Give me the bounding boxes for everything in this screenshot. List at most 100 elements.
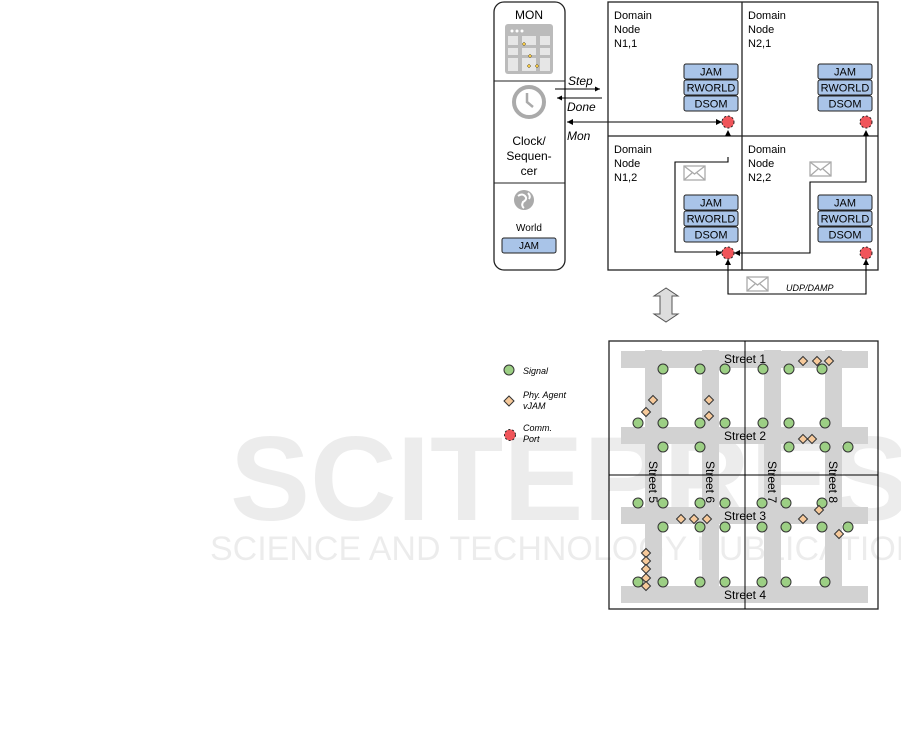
signal-marker <box>780 576 792 588</box>
street-2-label: Street 2 <box>724 429 766 443</box>
signal-marker <box>756 521 768 533</box>
signal-marker <box>757 417 769 429</box>
module-label: DSOM <box>695 99 728 111</box>
agent-marker <box>640 580 652 592</box>
monitor-table-icon <box>505 24 553 74</box>
legend-port-1: Comm. <box>523 423 552 433</box>
agent-legend-icon <box>503 395 515 407</box>
signal-marker <box>694 441 706 453</box>
street-7-label: Street 7 <box>765 461 779 503</box>
signal-marker <box>816 363 828 375</box>
node-label: N1,1 <box>614 38 637 50</box>
legend-agent-1: Phy. Agent <box>523 390 567 400</box>
signal-marker <box>819 576 831 588</box>
signal-marker <box>719 363 731 375</box>
signal-marker <box>783 441 795 453</box>
envelope-icon <box>746 276 769 292</box>
module-label: RWORLD <box>821 214 870 226</box>
envelope-icon <box>809 161 832 177</box>
node-label: Node <box>614 158 640 170</box>
signal-marker <box>657 497 669 509</box>
legend-signal: Signal <box>523 366 549 376</box>
module-label: JAM <box>700 198 722 210</box>
signal-marker <box>842 521 854 533</box>
agent-marker <box>675 513 687 525</box>
street-map: Street 1 Street 2 Street 3 Street 4 Stre… <box>608 340 879 610</box>
signal-marker <box>783 363 795 375</box>
module-box <box>817 95 873 112</box>
signal-marker <box>694 363 706 375</box>
agent-marker <box>797 355 809 367</box>
street-4-label: Street 4 <box>724 588 766 602</box>
double-arrow-icon <box>652 287 680 323</box>
world-jam-label: JAM <box>519 241 539 252</box>
agent-marker <box>806 433 818 445</box>
street-6-label: Street 6 <box>703 461 717 503</box>
street-5-label: Street 5 <box>646 461 660 503</box>
agent-marker <box>703 410 715 422</box>
street-8-label: Street 8 <box>826 461 840 503</box>
agent-marker <box>701 513 713 525</box>
step-label: Step <box>568 74 593 88</box>
signal-marker <box>657 417 669 429</box>
agent-marker <box>833 528 845 540</box>
node-label: Domain <box>748 144 786 156</box>
signal-marker <box>842 441 854 453</box>
module-label: JAM <box>700 67 722 79</box>
signal-marker <box>783 417 795 429</box>
comm-port-icon <box>721 246 735 260</box>
signal-marker <box>757 363 769 375</box>
signal-marker <box>719 417 731 429</box>
clock-icon <box>512 85 546 119</box>
module-label: RWORLD <box>687 83 736 95</box>
module-label: RWORLD <box>821 83 870 95</box>
signal-legend-icon <box>503 364 515 376</box>
comm-port-legend-icon <box>504 429 516 441</box>
comm-port-icon <box>721 115 735 129</box>
world-jam-module <box>501 237 557 254</box>
signal-marker <box>632 417 644 429</box>
signal-marker <box>657 576 669 588</box>
agent-marker <box>688 513 700 525</box>
agent-marker <box>811 355 823 367</box>
mon-label: MON <box>515 8 543 22</box>
street-1-label: Street 1 <box>724 352 766 366</box>
signal-marker <box>756 576 768 588</box>
module-box <box>683 194 739 211</box>
module-label: DSOM <box>695 230 728 242</box>
mon-message-label: Mon <box>567 129 591 143</box>
node-label: Node <box>748 24 774 36</box>
street-3-label: Street 3 <box>724 509 766 523</box>
legend-agent-2: vJAM <box>523 401 546 411</box>
module-box <box>817 63 873 80</box>
signal-marker <box>694 497 706 509</box>
signal-marker <box>756 497 768 509</box>
world-label: World <box>516 223 542 234</box>
module-box <box>817 210 873 227</box>
udp-damp-label: UDP/DAMP <box>786 283 834 293</box>
globe-icon <box>514 190 534 210</box>
comm-port-icon <box>859 115 873 129</box>
signal-marker <box>657 363 669 375</box>
agent-marker <box>703 394 715 406</box>
module-box <box>683 95 739 112</box>
node-label: Domain <box>614 10 652 22</box>
module-box <box>683 79 739 96</box>
signal-marker <box>632 497 644 509</box>
done-label: Done <box>567 100 596 114</box>
clock-label-3: cer <box>521 164 538 178</box>
signal-marker <box>819 417 831 429</box>
module-label: JAM <box>834 67 856 79</box>
agent-marker <box>797 433 809 445</box>
signal-marker <box>819 441 831 453</box>
agent-marker <box>813 504 825 516</box>
signal-marker <box>719 576 731 588</box>
node-label: Node <box>614 24 640 36</box>
node-label: N2,1 <box>748 38 771 50</box>
node-label: N1,2 <box>614 172 637 184</box>
